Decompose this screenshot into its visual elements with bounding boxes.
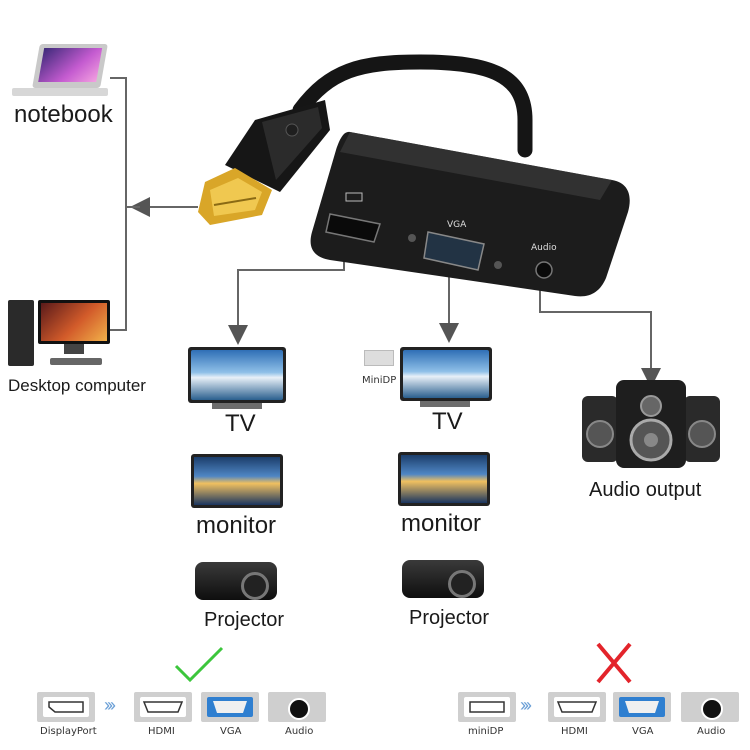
projector-image-vga: [402, 560, 484, 598]
vga-label-right: VGA: [632, 726, 654, 737]
tv-image-vga: [400, 347, 492, 401]
keyboard: [50, 358, 102, 365]
audio-badge-right: [681, 692, 739, 722]
monitor-label-hdmi: monitor: [196, 512, 277, 539]
desktop-label: Desktop computer: [8, 376, 146, 395]
minidp-label: MiniDP: [362, 375, 397, 386]
tv-stand: [420, 401, 470, 407]
arrow-icon: ›››: [104, 695, 116, 715]
audio-label-right: Audio: [697, 726, 726, 737]
desktop-tower: [8, 300, 34, 366]
projector-label-vga: Projector: [409, 607, 490, 629]
audio-output-label: Audio output: [589, 479, 702, 501]
vga-port-label: VGA: [447, 220, 467, 230]
projector-image-hdmi: [195, 562, 277, 600]
cross-icon: [596, 642, 632, 684]
tv-image-hdmi: [188, 347, 286, 403]
audio-label-left: Audio: [285, 726, 314, 737]
arrow-icon: ›››: [520, 695, 532, 715]
notebook-image: [32, 44, 108, 88]
monitor-image-vga: [398, 452, 490, 506]
monitor-image-hdmi: [191, 454, 283, 508]
displayport-label: DisplayPort: [40, 726, 97, 737]
hdmi-badge-right: [548, 692, 606, 722]
monitor-label-vga: monitor: [401, 510, 482, 537]
audio-badge-left: [268, 692, 326, 722]
speakers-image: [582, 380, 720, 468]
vga-label-left: VGA: [220, 726, 242, 737]
audio-port-label: Audio: [531, 243, 557, 253]
vga-badge-left: [201, 692, 259, 722]
displayport-badge: [37, 692, 95, 722]
desktop-monitor: [38, 300, 110, 344]
desktop-stand: [64, 344, 84, 354]
notebook-base: [12, 88, 108, 96]
hdmi-badge-left: [134, 692, 192, 722]
vga-badge-right: [613, 692, 671, 722]
minidp-compat-label: miniDP: [468, 726, 504, 737]
hdmi-label-left: HDMI: [148, 726, 175, 737]
tv-stand: [212, 403, 262, 409]
check-icon: [174, 646, 224, 683]
hdmi-label-right: HDMI: [561, 726, 588, 737]
projector-label-hdmi: Projector: [204, 609, 285, 631]
minidp-badge: [458, 692, 516, 722]
tv-label-vga: TV: [432, 408, 463, 435]
tv-label-hdmi: TV: [225, 410, 256, 437]
minidp-port-image: [364, 350, 394, 366]
notebook-label: notebook: [14, 101, 113, 128]
